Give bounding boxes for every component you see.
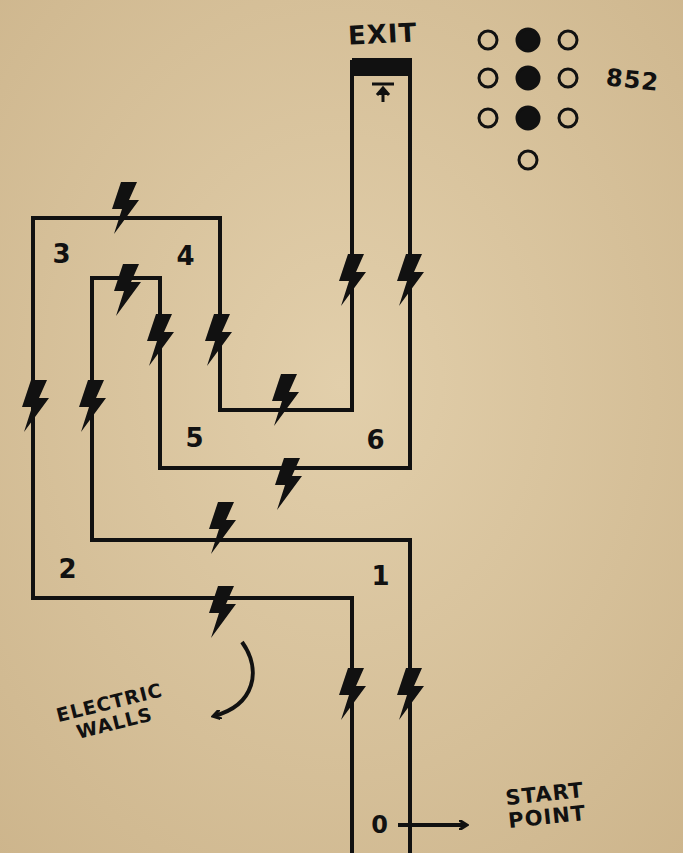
room-number: 5 (185, 424, 204, 453)
room-number: 0 (371, 812, 389, 838)
room-number: 6 (366, 426, 385, 455)
room-number: 2 (58, 555, 77, 584)
code-number: 852 (605, 64, 661, 96)
exit-label: EXIT (348, 18, 419, 50)
room-number: 4 (176, 242, 195, 271)
room-number: 1 (371, 562, 390, 591)
room-number: 3 (52, 240, 71, 269)
